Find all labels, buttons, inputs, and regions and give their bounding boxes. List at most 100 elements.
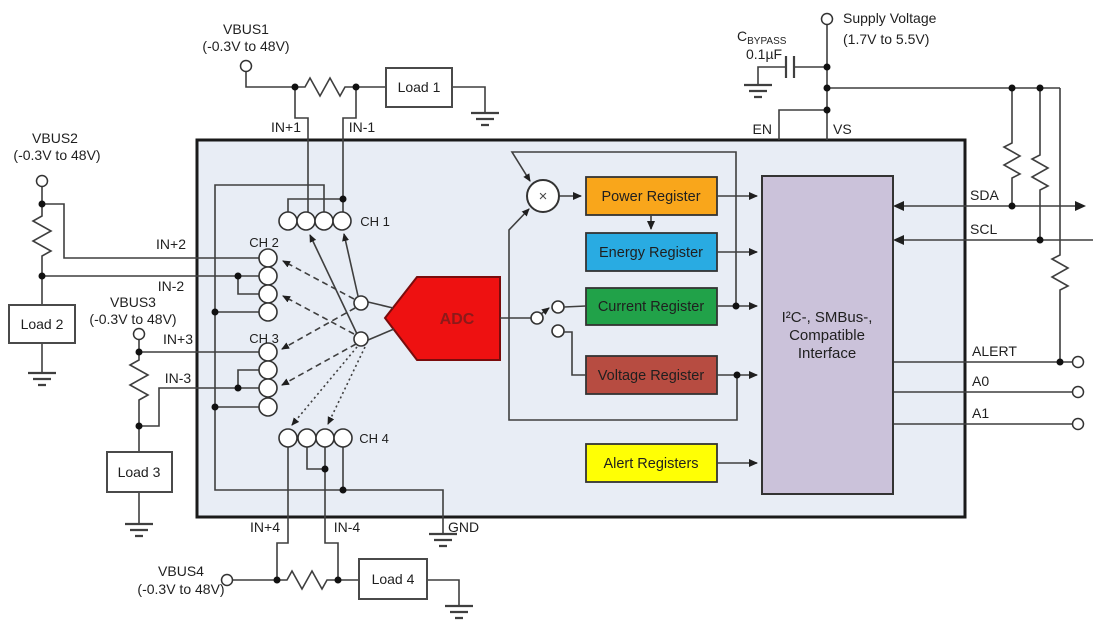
switch-pole xyxy=(530,311,544,325)
multiplier-circle xyxy=(526,179,560,213)
junction-dot xyxy=(1008,84,1016,92)
in-n4-label: IN-4 xyxy=(334,519,361,535)
mux-arrow-ch3-inp xyxy=(281,307,356,350)
junction-dot xyxy=(823,106,831,114)
register-arrows xyxy=(508,151,758,467)
ground-symbol-load1 xyxy=(471,111,499,127)
a0-label: A0 xyxy=(972,373,989,389)
multiplier-symbol: × xyxy=(539,188,548,205)
junction-dot xyxy=(321,465,329,473)
in-p4-wire xyxy=(276,447,289,580)
a1-terminal xyxy=(1071,417,1085,431)
vbus3-circuit: Load 3 VBUS3 (-0.3V to 48V) IN+3 IN-3 xyxy=(89,294,260,538)
junction-dot xyxy=(339,486,347,494)
shunt-resistor-4 xyxy=(277,569,338,591)
mux-arrow-ch3-inn xyxy=(281,343,357,386)
junction-dot xyxy=(135,348,143,356)
vbus2-range: (-0.3V to 48V) xyxy=(13,147,100,163)
ch1-pin-3 xyxy=(314,211,334,231)
ch2-pin-1 xyxy=(258,248,278,268)
mux xyxy=(281,233,395,426)
shunt-resistor-2 xyxy=(31,204,53,276)
i2c-interface-rect xyxy=(761,175,894,495)
switch-to-voltage-wire xyxy=(564,331,586,376)
vbus4-circuit: Load 4 VBUS4 (-0.3V to 48V) IN+4 IN-4 xyxy=(137,447,473,620)
load2-label: Load 2 xyxy=(21,316,64,332)
ch4-label: CH 4 xyxy=(359,431,389,446)
junction-dot xyxy=(38,200,46,208)
switch-throw-current xyxy=(551,300,565,314)
supply-circuit: Supply Voltage (1.7V to 5.5V) CBYPASS 0.… xyxy=(737,10,1060,140)
in-n3-label: IN-3 xyxy=(165,370,192,386)
ch1-pin-4 xyxy=(332,211,352,231)
alert-label: ALERT xyxy=(972,343,1017,359)
ch3-pin-2 xyxy=(258,360,278,380)
cap-subscript: BYPASS xyxy=(747,36,787,47)
en-pin-label: EN xyxy=(753,121,772,137)
junction-dot xyxy=(823,84,831,92)
vbus3-label: VBUS3 xyxy=(110,294,156,310)
switch-to-current-wire xyxy=(563,305,587,308)
voltage-register-label: Voltage Register xyxy=(598,368,705,384)
in-p3-label: IN+3 xyxy=(163,331,193,347)
ch1-pin-2 xyxy=(296,211,316,231)
ch4-jog-wire xyxy=(306,447,325,470)
sda-right-arrowhead xyxy=(1075,201,1086,211)
mux-arrow-ch2-inp xyxy=(282,260,355,300)
a1-label: A1 xyxy=(972,405,989,421)
energy-register-box xyxy=(585,232,718,272)
junction-dot xyxy=(273,576,281,584)
mux-common-lower xyxy=(353,331,369,347)
switch-wiper-arrow xyxy=(540,307,550,315)
cap-label: CBYPASS xyxy=(737,28,787,47)
load4-gnd-wire xyxy=(427,579,460,605)
mux-arrow-ch4-inp xyxy=(291,346,358,426)
a0-terminal xyxy=(1071,385,1085,399)
ch3-pin-3 xyxy=(258,378,278,398)
junction-dot xyxy=(234,272,242,280)
junction-dot xyxy=(339,195,347,203)
pullup-resistor-sda xyxy=(1002,88,1022,206)
scl-label: SCL xyxy=(970,221,997,237)
in-n2-label: IN-2 xyxy=(158,278,185,294)
junction-dot xyxy=(823,63,831,71)
load1-box xyxy=(385,67,453,108)
in-n1-label: IN-1 xyxy=(349,119,376,135)
iface-label-3: Interface xyxy=(798,345,856,362)
current-register-box xyxy=(585,287,718,326)
mux-arrow-ch4-inn xyxy=(327,346,366,425)
scl-left-arrowhead xyxy=(893,235,904,245)
load3-box xyxy=(106,451,173,493)
bypass-capacitor xyxy=(784,56,796,78)
ch4-pin-3 xyxy=(315,428,335,448)
adc-label: ADC xyxy=(440,311,475,328)
vbus4-terminal xyxy=(220,573,234,587)
shunt-resistor-1 xyxy=(295,76,356,98)
cap-prefix: C xyxy=(737,28,747,44)
junction-dot xyxy=(733,371,741,379)
multiplier: × xyxy=(526,179,560,213)
ground-symbol-load3 xyxy=(125,522,153,538)
mux-to-adc-wires xyxy=(367,301,395,341)
junction-dots xyxy=(38,63,1064,584)
vbus3-range: (-0.3V to 48V) xyxy=(89,311,176,327)
gnd-rail: GND xyxy=(214,184,479,548)
gnd-rail-wire xyxy=(214,184,444,533)
in-p2-label: IN+2 xyxy=(156,236,186,252)
ch3-label: CH 3 xyxy=(249,331,279,346)
in-n2-jog-wire xyxy=(237,276,260,295)
vbus2-label: VBUS2 xyxy=(32,130,78,146)
ch4-pin-4 xyxy=(333,428,353,448)
junction-dot xyxy=(234,384,242,392)
load1-gnd-wire xyxy=(452,86,486,112)
ch4-pin-2 xyxy=(297,428,317,448)
junction-dot xyxy=(334,576,342,584)
load2-box xyxy=(8,304,76,344)
vbus4-label: VBUS4 xyxy=(158,563,204,579)
current-register-label: Current Register xyxy=(598,299,705,315)
supply-terminal xyxy=(820,12,834,26)
junction-dot xyxy=(1036,236,1044,244)
mux-arrow-ch1-inp xyxy=(309,234,358,335)
pullup-resistors xyxy=(1002,88,1070,362)
